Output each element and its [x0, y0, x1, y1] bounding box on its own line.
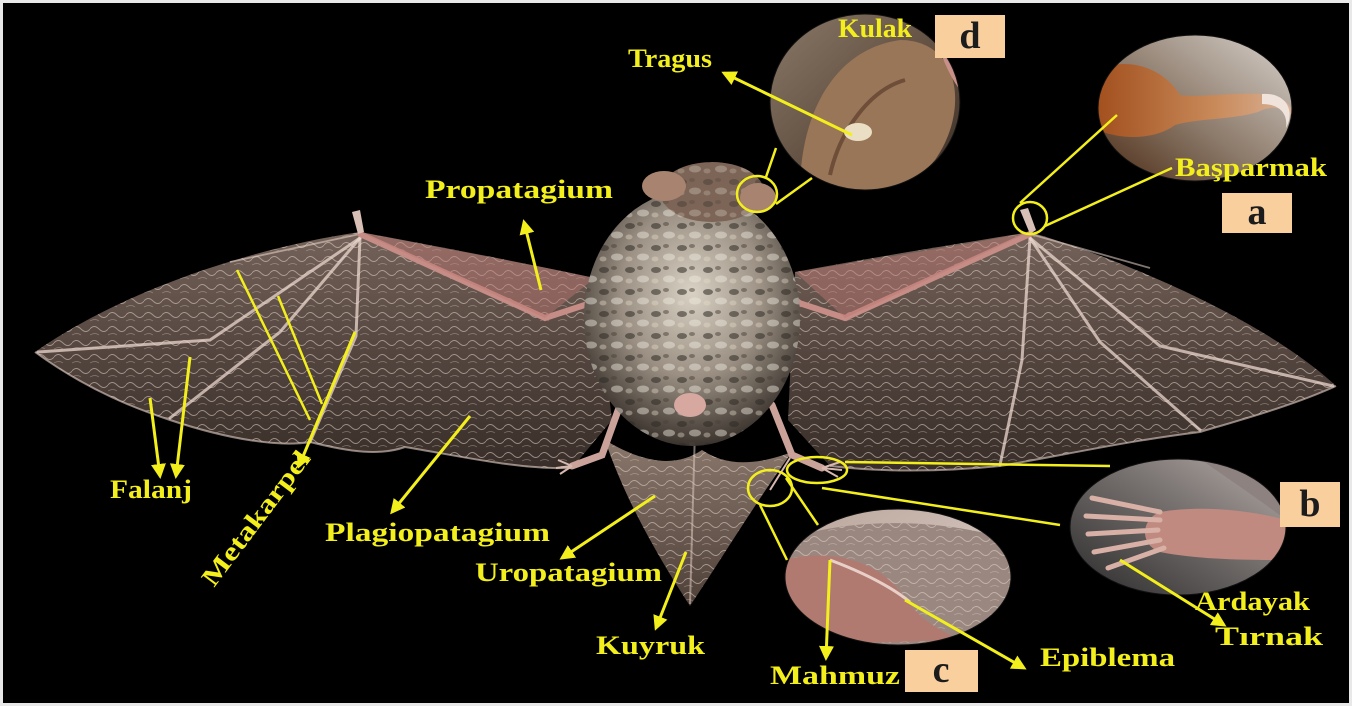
label-kuyruk: Kuyruk	[596, 631, 706, 660]
inset-spur-closeup	[785, 509, 1011, 645]
label-tirnak: Tırnak	[1215, 622, 1324, 651]
label-tragus: Tragus	[628, 44, 712, 73]
badge-b-letter: b	[1299, 483, 1320, 525]
badge-b: b	[1280, 482, 1340, 527]
left-ear	[642, 171, 686, 201]
label-falanj: Falanj	[110, 475, 192, 504]
label-propatagium: Propatagium	[425, 175, 613, 204]
label-basparmak: Başparmak	[1175, 153, 1328, 182]
label-ardayak: Ardayak	[1195, 587, 1311, 616]
label-kulak: Kulak	[838, 14, 913, 43]
label-plagiopatagium: Plagiopatagium	[325, 518, 550, 547]
label-uropatagium: Uropatagium	[475, 558, 662, 587]
badge-a-letter: a	[1248, 191, 1267, 233]
inset-foot-closeup	[1070, 459, 1286, 595]
label-mahmuz: Mahmuz	[770, 661, 900, 690]
badge-c: c	[905, 649, 978, 692]
badge-d: d	[935, 15, 1005, 58]
genital-area	[674, 393, 706, 417]
badge-d-letter: d	[959, 15, 980, 57]
badge-c-letter: c	[933, 649, 950, 691]
inset-b-foot	[1145, 509, 1286, 560]
label-epiblema: Epiblema	[1040, 643, 1175, 672]
badge-a: a	[1222, 191, 1292, 233]
